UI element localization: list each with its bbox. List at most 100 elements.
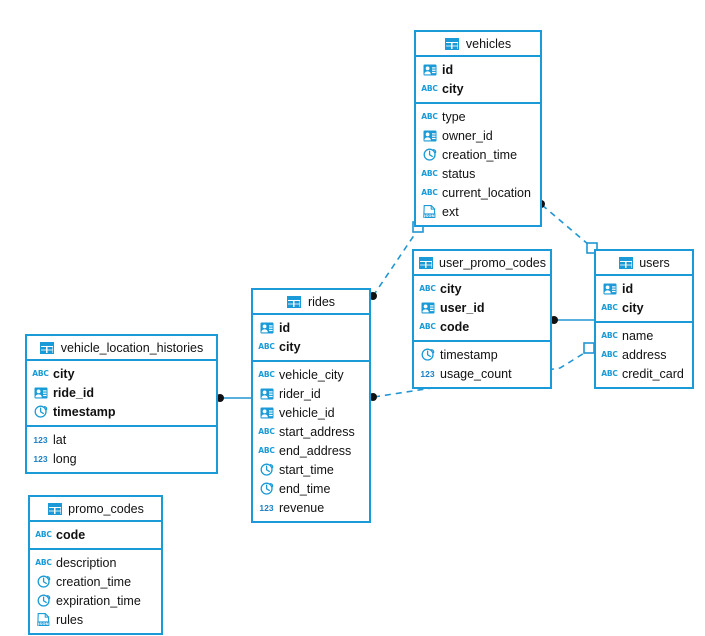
- field-row[interactable]: expiration_time: [30, 591, 161, 610]
- clock-icon: [420, 348, 435, 362]
- field-name: code: [56, 527, 86, 542]
- field-row[interactable]: ABC city: [253, 337, 369, 356]
- field-row[interactable]: ride_id: [27, 383, 216, 402]
- table-title: user_promo_codes: [439, 255, 547, 270]
- field-row[interactable]: id: [253, 318, 369, 337]
- abc-string-icon: ABC: [258, 446, 275, 455]
- table-title: promo_codes: [68, 501, 144, 516]
- clock-icon: [259, 463, 274, 477]
- field-name: id: [622, 281, 634, 296]
- uuid-card-icon: [422, 129, 437, 143]
- field-row[interactable]: ABC description: [30, 553, 161, 572]
- clock-icon: [259, 482, 274, 496]
- table-icon: [40, 341, 55, 355]
- field-row[interactable]: ABC end_address: [253, 441, 369, 460]
- uuid-card-icon: [33, 386, 48, 400]
- field-name: timestamp: [53, 404, 116, 419]
- table-header-vehicles[interactable]: vehicles: [416, 32, 540, 57]
- field-name: timestamp: [440, 347, 498, 362]
- table-header-vehicle_location_histories[interactable]: vehicle_location_histories: [27, 336, 216, 361]
- clock-icon: [33, 405, 48, 419]
- field-name: rider_id: [279, 386, 321, 401]
- clock-icon: [36, 575, 51, 589]
- field-row[interactable]: rider_id: [253, 384, 369, 403]
- abc-string-icon: ABC: [258, 342, 275, 351]
- field-row[interactable]: creation_time: [30, 572, 161, 591]
- field-name: end_address: [279, 443, 352, 458]
- field-row[interactable]: id: [596, 279, 692, 298]
- clock-icon: [36, 594, 51, 608]
- field-row[interactable]: timestamp: [414, 345, 550, 364]
- table-header-users[interactable]: users: [596, 251, 692, 276]
- json-document-icon: JSON: [36, 613, 51, 627]
- table-title: vehicle_location_histories: [60, 340, 204, 355]
- field-row[interactable]: start_time: [253, 460, 369, 479]
- field-name: type: [442, 109, 466, 124]
- abc-string-icon: ABC: [421, 84, 438, 93]
- svg-text:JSON: JSON: [423, 213, 435, 218]
- uuid-card-icon: [259, 387, 274, 401]
- table-icon: [418, 256, 433, 270]
- abc-string-icon: ABC: [35, 558, 52, 567]
- table-header-rides[interactable]: rides: [253, 290, 369, 315]
- field-row[interactable]: ABC credit_card: [596, 364, 692, 383]
- field-name: description: [56, 555, 117, 570]
- table-header-promo_codes[interactable]: promo_codes: [30, 497, 161, 522]
- columns-section: ABC description creation_time expiration_ti…: [30, 548, 161, 633]
- field-row[interactable]: timestamp: [27, 402, 216, 421]
- field-row[interactable]: user_id: [414, 298, 550, 317]
- abc-string-icon: ABC: [601, 369, 618, 378]
- field-row[interactable]: vehicle_id: [253, 403, 369, 422]
- field-row[interactable]: owner_id: [416, 126, 540, 145]
- field-name: city: [53, 366, 75, 381]
- field-name: city: [279, 339, 301, 354]
- field-row[interactable]: id: [416, 60, 540, 79]
- abc-string-icon: ABC: [601, 331, 618, 340]
- field-row[interactable]: creation_time: [416, 145, 540, 164]
- table-title: vehicles: [465, 36, 512, 51]
- field-name: credit_card: [622, 366, 684, 381]
- field-name: ride_id: [53, 385, 94, 400]
- table-header-user_promo_codes[interactable]: user_promo_codes: [414, 251, 550, 276]
- table-icon: [47, 502, 62, 516]
- field-name: user_id: [440, 300, 485, 315]
- field-name: expiration_time: [56, 593, 141, 608]
- field-row[interactable]: end_time: [253, 479, 369, 498]
- field-name: id: [279, 320, 291, 335]
- field-name: end_time: [279, 481, 331, 496]
- field-name: vehicle_id: [279, 405, 335, 420]
